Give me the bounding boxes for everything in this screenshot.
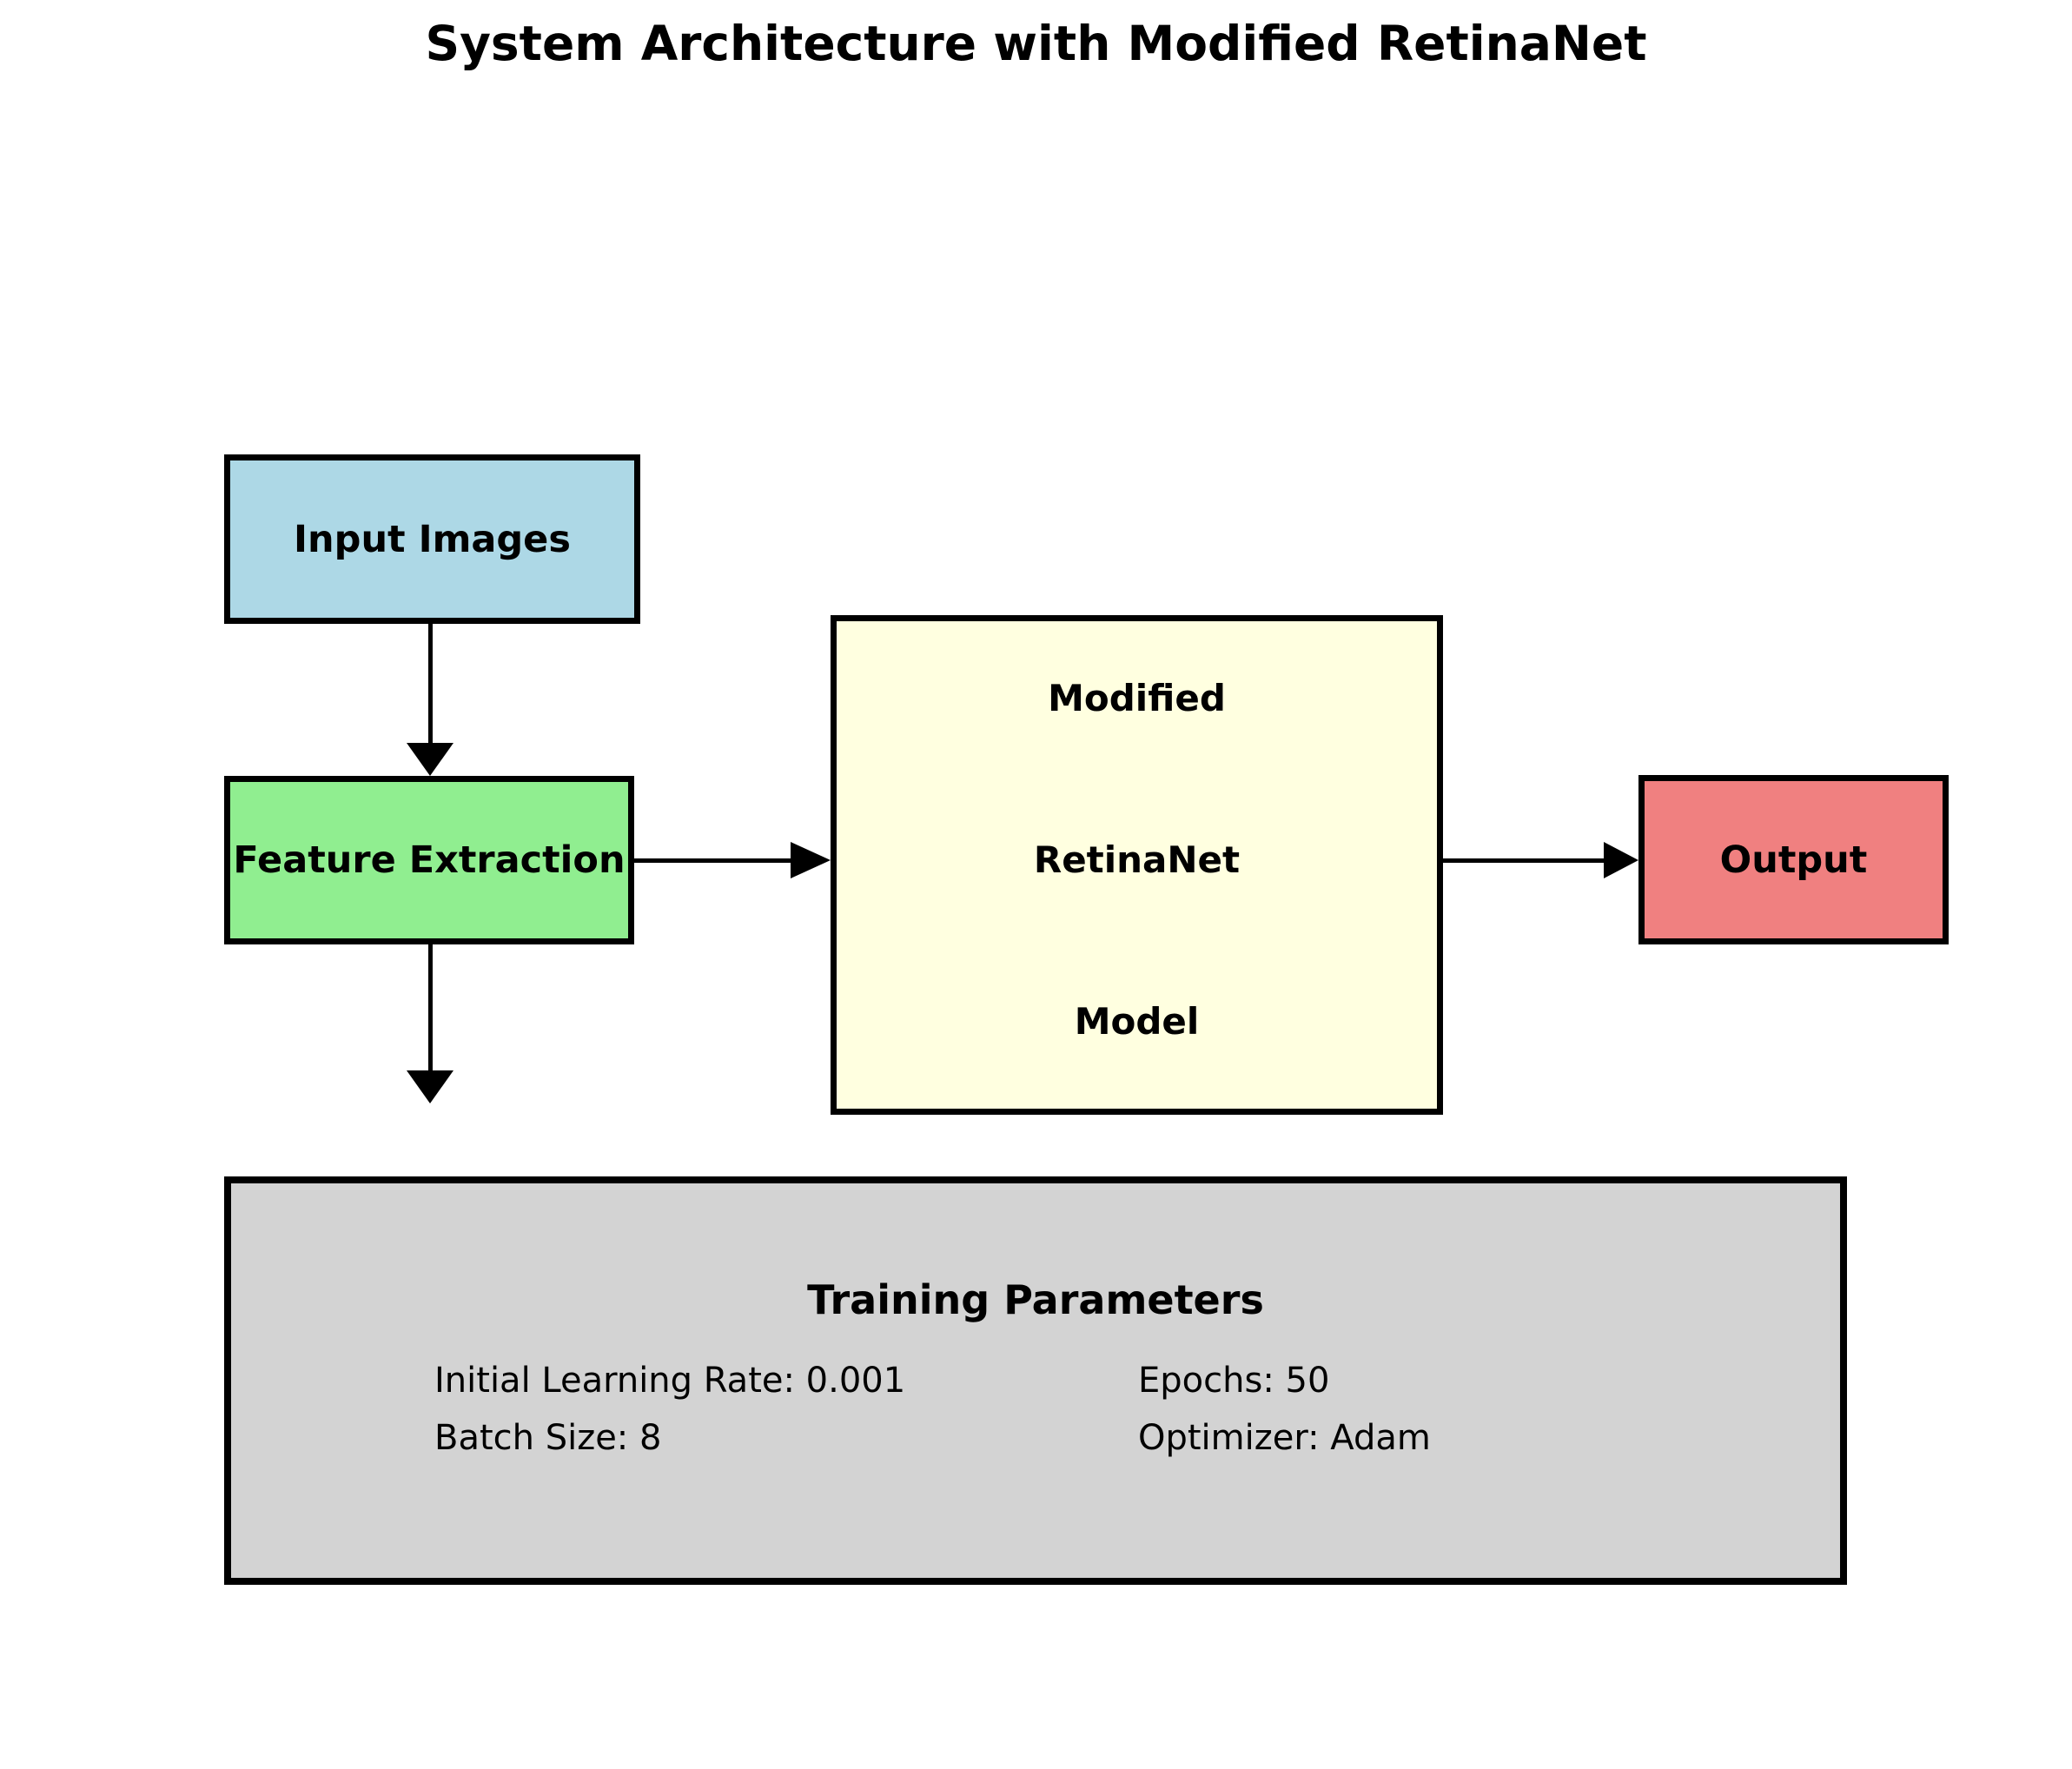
retinanet-label-line-3: Model — [1074, 1000, 1200, 1043]
arrow-input-to-feature-line — [428, 624, 433, 745]
arrow-feature-to-retinanet-line — [633, 858, 792, 863]
node-modified-retinanet-model: Modified RetinaNet Model — [831, 615, 1443, 1115]
param-initial-learning-rate: Initial Learning Rate: 0.001 — [434, 1361, 906, 1401]
arrow-right-icon — [1604, 842, 1638, 878]
arrow-feature-to-params-line — [428, 944, 433, 1071]
node-output: Output — [1638, 775, 1949, 944]
arrow-down-icon — [407, 1070, 453, 1103]
training-parameters-panel: Training Parameters Initial Learning Rat… — [224, 1176, 1847, 1585]
arrow-retinanet-to-output-line — [1442, 858, 1605, 863]
arrow-down-icon — [407, 743, 453, 776]
param-optimizer: Optimizer: Adam — [1138, 1418, 1431, 1458]
training-parameters-title: Training Parameters — [807, 1276, 1264, 1323]
param-epochs: Epochs: 50 — [1138, 1361, 1330, 1401]
node-input-images-label: Input Images — [294, 517, 571, 561]
param-batch-size: Batch Size: 8 — [434, 1418, 662, 1458]
node-input-images: Input Images — [224, 454, 640, 624]
diagram-title: System Architecture with Modified Retina… — [425, 16, 1647, 71]
node-feature-extraction: Feature Extraction — [224, 776, 634, 944]
node-feature-extraction-label: Feature Extraction — [233, 838, 626, 882]
arrow-right-icon — [791, 842, 831, 878]
retinanet-label-line-2: RetinaNet — [1033, 838, 1241, 881]
node-output-label: Output — [1719, 838, 1868, 882]
retinanet-label-line-1: Modified — [1048, 677, 1226, 719]
